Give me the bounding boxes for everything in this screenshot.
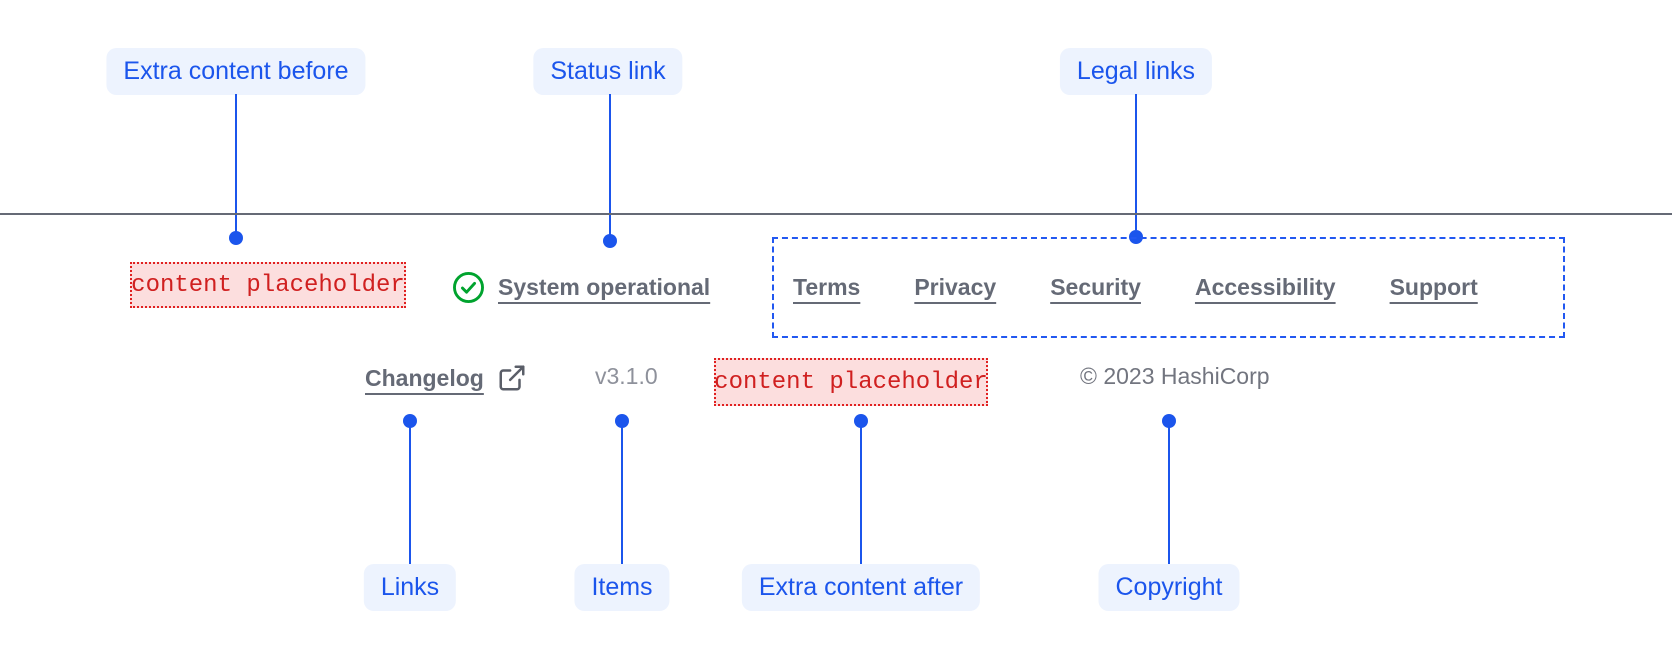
- legal-link-terms[interactable]: Terms: [793, 274, 861, 300]
- annotation-status-link: Status link: [533, 48, 683, 95]
- footer-top-divider: [0, 213, 1672, 215]
- annotation-items: Items: [574, 564, 670, 611]
- connector-line: [409, 421, 411, 565]
- connector-line: [621, 421, 623, 565]
- annotation-extra-content-before: Extra content before: [106, 48, 366, 95]
- connector-line: [1135, 94, 1137, 230]
- legal-links-group: Terms Privacy Security Accessibility Sup…: [772, 237, 1565, 338]
- legal-link-security[interactable]: Security: [1050, 274, 1141, 300]
- connector-line: [860, 421, 862, 565]
- annotation-copyright: Copyright: [1098, 564, 1240, 611]
- changelog-link[interactable]: Changelog: [365, 360, 527, 396]
- connector-dot: [229, 231, 243, 245]
- changelog-link-label[interactable]: Changelog: [365, 364, 484, 391]
- version-text: v3.1.0: [595, 363, 658, 389]
- copyright-text: © 2023 HashiCorp: [1080, 363, 1270, 389]
- connector-line: [609, 94, 611, 237]
- check-circle-icon: [453, 271, 484, 303]
- extra-content-after-placeholder: content placeholder: [714, 358, 988, 406]
- legal-link-privacy[interactable]: Privacy: [914, 274, 997, 300]
- status-link[interactable]: System operational: [452, 268, 710, 306]
- connector-dot: [603, 234, 617, 248]
- annotation-legal-links: Legal links: [1059, 48, 1213, 95]
- connector-line: [1168, 421, 1170, 565]
- legal-link-accessibility[interactable]: Accessibility: [1194, 274, 1336, 300]
- connector-line: [235, 94, 237, 234]
- legal-link-support[interactable]: Support: [1389, 274, 1478, 300]
- annotation-links: Links: [363, 564, 457, 611]
- annotation-extra-content-after: Extra content after: [741, 564, 981, 611]
- status-link-label[interactable]: System operational: [498, 273, 711, 300]
- extra-content-before-placeholder: content placeholder: [130, 262, 406, 308]
- external-link-icon: [499, 365, 525, 391]
